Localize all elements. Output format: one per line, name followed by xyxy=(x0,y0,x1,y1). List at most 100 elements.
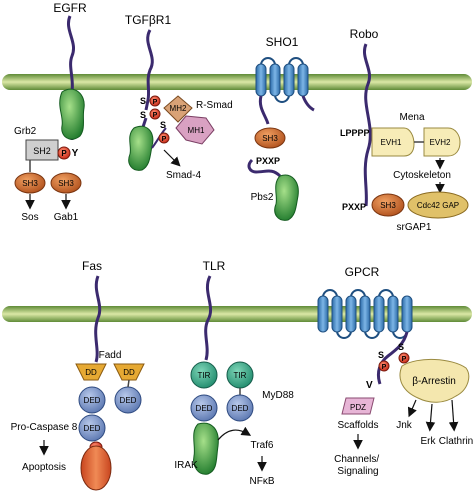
casp-ded-1 xyxy=(78,386,106,414)
erk-arrow xyxy=(425,403,436,432)
robo-pxxp: PXXP xyxy=(342,202,366,212)
gpcr-helix-5 xyxy=(373,295,385,333)
barrestin-shape xyxy=(399,358,470,403)
sho1-helix-4 xyxy=(297,63,309,97)
mena-label: Mena xyxy=(399,112,424,123)
fadd-dd xyxy=(113,363,145,381)
robo-label: Robo xyxy=(350,27,379,41)
sho1-panel: SHO1 SH3 PXXP Pbs2 xyxy=(247,35,315,221)
sh3-label-1: SH3 xyxy=(22,179,38,188)
mh2-label: MH2 xyxy=(170,104,187,113)
membrane-top xyxy=(2,74,472,90)
grb2-sh2-domain xyxy=(25,139,59,161)
clathrin-arrow xyxy=(448,399,459,432)
dd-label-1: DD xyxy=(85,368,97,377)
fadd-label: Fadd xyxy=(99,350,122,361)
ded-label-1: DED xyxy=(84,396,101,405)
gpcr-panel: GPCR S P S P V PDZ Scaffolds Channels/ S… xyxy=(317,265,473,477)
tgfbr1-panel: TGFβR1 S S P P MH2 MH1 R-Smad S P Smad-4 xyxy=(125,13,233,181)
ded-label-5: DED xyxy=(232,404,249,413)
fadd-dd-ded-link xyxy=(127,379,130,388)
mh1-domain xyxy=(175,115,215,145)
egfr-y-label: Y xyxy=(72,148,79,159)
sho1-helix-3 xyxy=(283,63,295,97)
pdz-domain xyxy=(341,397,375,415)
fas-panel: Fas Fadd DD DD DED DED DED Pro-Caspase 8… xyxy=(11,259,145,491)
evh1-domain xyxy=(371,127,415,157)
tlr-tir xyxy=(190,361,218,389)
casp-ded-2 xyxy=(78,414,106,442)
smad4-arrow xyxy=(163,149,181,167)
sh3-label-3: SH3 xyxy=(262,134,278,143)
tir-label-1: TIR xyxy=(198,371,211,380)
sho1-tail xyxy=(258,95,270,125)
jnk-label: Jnk xyxy=(396,420,413,431)
tgf-phospho-3 xyxy=(158,132,170,144)
egfr-kinase-domain xyxy=(59,88,85,140)
pbs2-kinase xyxy=(274,174,299,221)
casp-body xyxy=(80,445,112,491)
clathrin-label: Clathrin xyxy=(439,436,473,447)
fas-chain xyxy=(94,275,102,363)
gpcr-helix-6 xyxy=(387,295,399,333)
gpcr-loops xyxy=(322,289,408,339)
sho1-right-tail xyxy=(301,95,315,112)
sho1-label: SHO1 xyxy=(266,35,299,49)
pbs2-pxxp: PXXP xyxy=(256,156,280,166)
mh2-domain xyxy=(163,95,193,123)
fas-label: Fas xyxy=(82,259,102,273)
gpcr-phospho-1 xyxy=(398,352,410,364)
tir-label-2: TIR xyxy=(234,371,247,380)
sos-label: Sos xyxy=(21,212,38,223)
tgf-s1: S xyxy=(140,96,146,106)
jnk-arrow xyxy=(407,399,417,418)
tgf-phospho-2 xyxy=(149,108,161,120)
sho1-helix-2 xyxy=(269,63,281,97)
tgf-s3: S xyxy=(160,120,166,130)
tgf-s2: S xyxy=(140,110,146,120)
grb2-sh3-right xyxy=(50,172,82,194)
grb2-sh3-left xyxy=(14,172,46,194)
srgap1-sh3 xyxy=(371,193,405,217)
sho1-sh3 xyxy=(254,127,286,149)
channels-signaling-label: Channels/ Signaling xyxy=(334,454,382,477)
tgf-p2-label: P xyxy=(153,112,158,119)
nfkb-label: NFκB xyxy=(250,476,275,487)
myd88-ded xyxy=(226,394,254,422)
irak-ded xyxy=(190,394,218,422)
sh2-label: SH2 xyxy=(33,146,51,156)
srgap1-label: srGAP1 xyxy=(396,222,431,233)
grb2-label: Grb2 xyxy=(14,126,37,137)
tgf-phospho-1 xyxy=(149,95,161,107)
robo-panel: Robo Mena LPPPP EVH1 EVH2 Cytoskeleton P… xyxy=(340,27,469,233)
traf6-arrow xyxy=(217,426,252,441)
gpcr-helix-1 xyxy=(317,295,329,333)
tlr-panel: TLR TIR TIR DED DED MyD88 IRAK Traf6 NFκ… xyxy=(174,259,294,487)
evh2-domain xyxy=(423,127,461,157)
egfr-phospho-label: P xyxy=(61,149,67,158)
gpcr-helix-7 xyxy=(401,295,413,333)
gpcr-s2: S xyxy=(378,350,384,360)
tlr-label: TLR xyxy=(203,259,226,273)
tgfbr1-kinase-domain xyxy=(128,125,154,171)
cdc42gap-label: Cdc42 GAP xyxy=(417,201,459,210)
smad4-label: Smad-4 xyxy=(166,170,201,181)
pbs2-label: Pbs2 xyxy=(251,192,274,203)
robo-lpppp: LPPPP xyxy=(340,128,370,138)
channels-line: Channels/ xyxy=(334,454,379,465)
ded-label-2: DED xyxy=(120,396,137,405)
evh2-label: EVH2 xyxy=(430,138,451,147)
gpcr-tail xyxy=(376,331,409,385)
robo-chain xyxy=(363,43,372,207)
egfr-phospho-circle xyxy=(57,146,71,160)
gpcr-label: GPCR xyxy=(345,265,380,279)
ded-label-3: DED xyxy=(84,424,101,433)
signaling-line: Signaling xyxy=(337,466,378,477)
myd88-label: MyD88 xyxy=(262,390,294,401)
tgfbr1-label: TGFβR1 xyxy=(125,13,172,27)
irak-label: IRAK xyxy=(174,460,198,471)
barrestin-label: β-Arrestin xyxy=(412,376,456,387)
egfr-label: EGFR xyxy=(53,1,87,15)
